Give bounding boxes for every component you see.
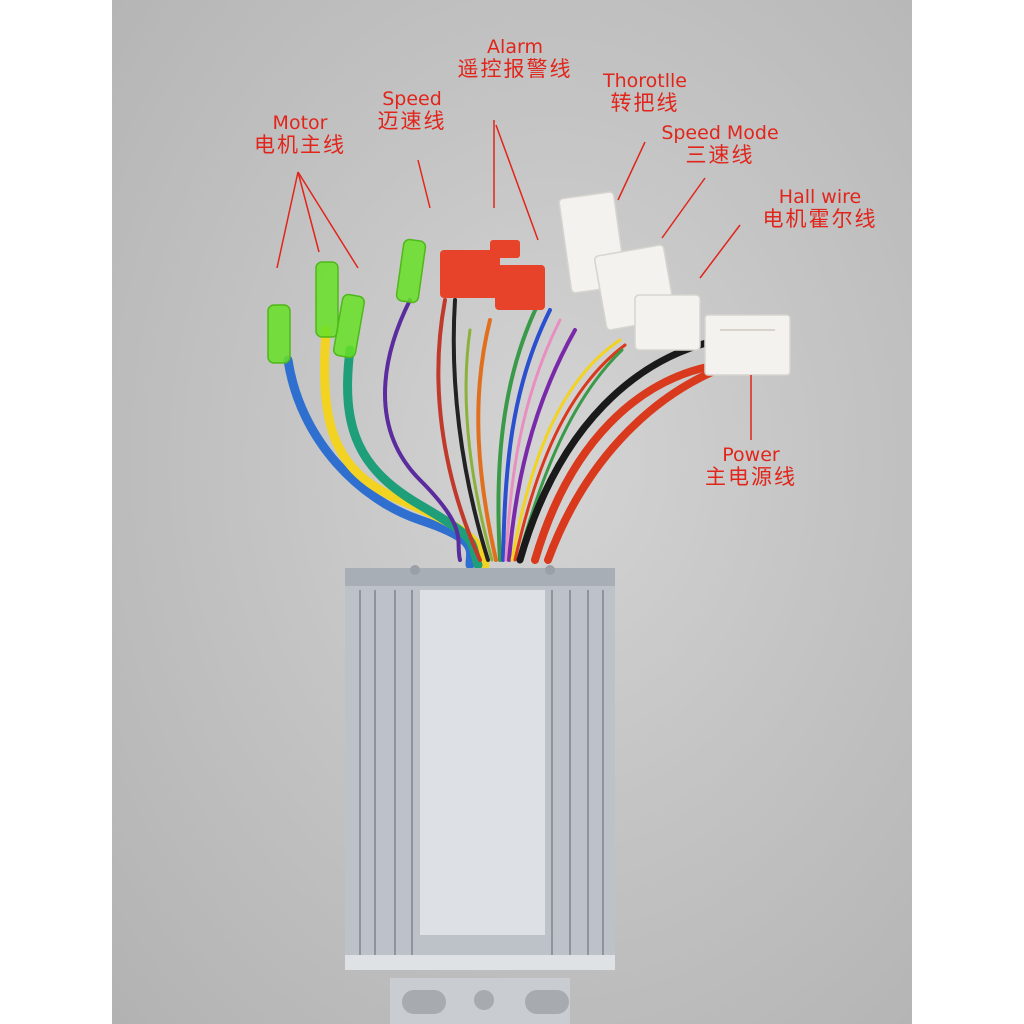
label-hall-en: Hall wire xyxy=(778,186,862,208)
label-power-zh: 主电源线 xyxy=(705,464,797,489)
power-wire-black xyxy=(516,338,714,564)
label-power-en: Power xyxy=(722,444,780,466)
motor-wire-blue xyxy=(283,355,476,570)
label-motor-en: Motor xyxy=(272,112,328,134)
label-power: Power 主电源线 xyxy=(692,444,810,489)
label-motor-zh: 电机主线 xyxy=(254,132,346,157)
power-connector xyxy=(704,314,791,376)
label-alarm-en: Alarm xyxy=(487,36,543,58)
controller-box xyxy=(345,565,615,1024)
label-motor: Motor 电机主线 xyxy=(235,112,365,157)
label-throttle-en: Thorotlle xyxy=(603,70,687,92)
white-connectors xyxy=(558,191,791,376)
label-alarm-zh: 遥控报警线 xyxy=(457,56,573,81)
label-speed-mode: Speed Mode 三速线 xyxy=(650,122,790,167)
speed-wire xyxy=(383,298,462,562)
label-alarm: Alarm 遥控报警线 xyxy=(440,36,590,81)
label-hall-zh: 电机霍尔线 xyxy=(762,206,878,231)
label-leader-lines xyxy=(276,120,752,440)
label-speed: Speed 迈速线 xyxy=(362,88,462,133)
label-hall-wire: Hall wire 电机霍尔线 xyxy=(750,186,890,231)
label-throttle-zh: 转把线 xyxy=(610,90,680,115)
power-wire-red xyxy=(531,362,716,564)
label-speed-mode-en: Speed Mode xyxy=(661,122,779,144)
label-speed-en: Speed xyxy=(382,88,442,110)
alarm-connector xyxy=(440,240,545,310)
motor-bullet-connectors xyxy=(267,238,427,364)
label-speed-mode-zh: 三速线 xyxy=(685,142,755,167)
wires xyxy=(283,298,716,570)
label-throttle: Thorotlle 转把线 xyxy=(590,70,700,115)
label-speed-zh: 迈速线 xyxy=(377,108,447,133)
